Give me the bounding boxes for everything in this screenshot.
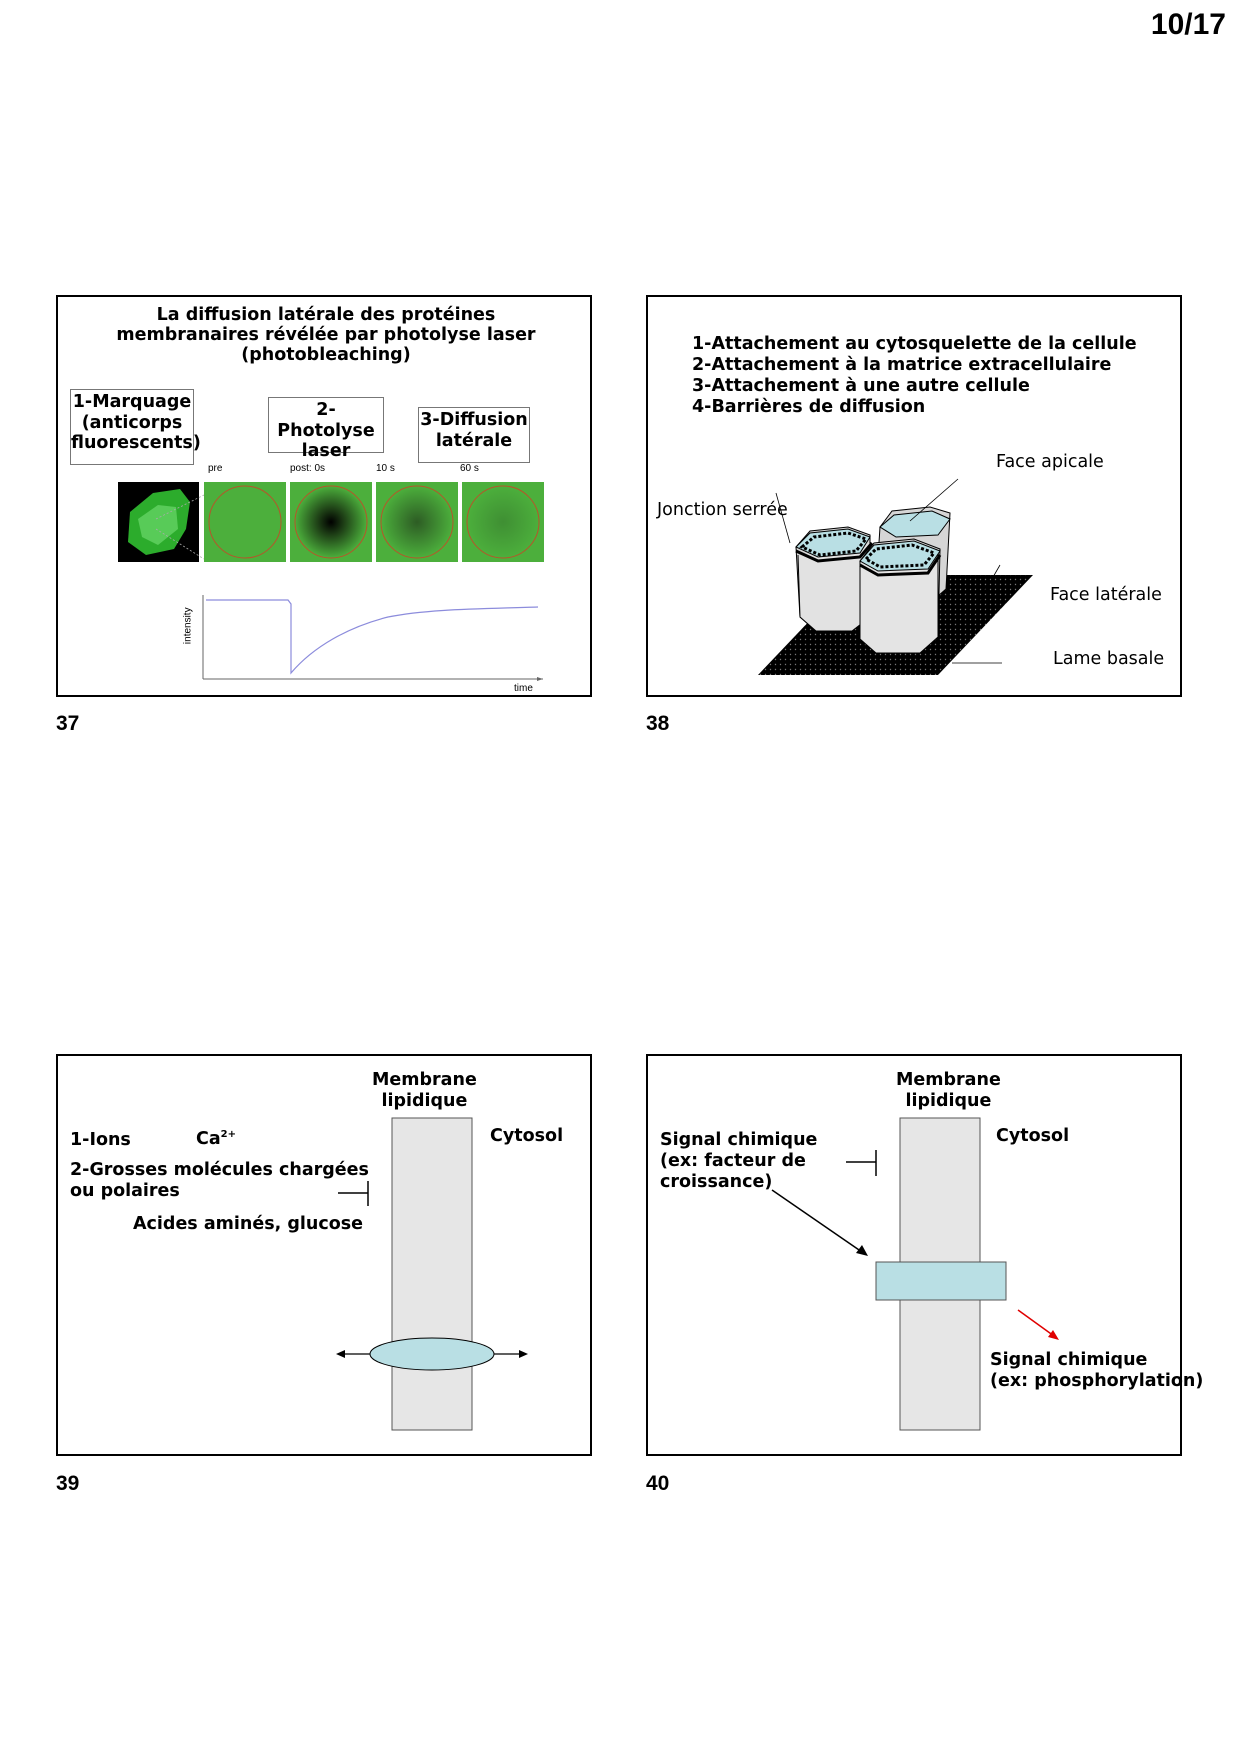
- list-item: 1-Attachement au cytosquelette de la cel…: [692, 334, 1137, 354]
- step-line: laser: [301, 441, 351, 462]
- frame-pre: [204, 482, 286, 562]
- membrane-transport-diagram: [336, 1117, 528, 1431]
- cytosol-label: Cytosol: [490, 1126, 564, 1146]
- membrane-label-line: Membrane: [372, 1070, 477, 1090]
- title-line: (photobleaching): [241, 345, 411, 366]
- slide-38: 1-Attachement au cytosquelette de la cel…: [646, 295, 1182, 697]
- label-jonction-serree: Jonction serrée: [657, 500, 788, 520]
- graph-ylabel: intensity: [182, 607, 194, 645]
- step-line: 3-Diffusion: [420, 410, 528, 430]
- step-line: 2-Photolyse: [277, 400, 375, 441]
- step-2-box: 2-Photolyse laser: [268, 397, 384, 461]
- label-face-apicale: Face apicale: [996, 452, 1104, 472]
- receptor-signaling-diagram: [771, 1117, 1059, 1431]
- calcium-base: Ca: [196, 1129, 221, 1149]
- signal-in-line: Signal chimique: [660, 1130, 818, 1150]
- label-lame-basale: Lame basale: [1053, 649, 1165, 669]
- signal-in-label: Signal chimique (ex: facteur de croissan…: [660, 1130, 817, 1193]
- list-item: 4-Barrières de diffusion: [692, 397, 926, 417]
- molecules-line: ou polaires: [70, 1181, 180, 1201]
- calcium-label: Ca2+: [196, 1129, 236, 1149]
- calcium-charge: 2+: [220, 1129, 236, 1141]
- intensity-curve: [206, 599, 539, 675]
- cytosol-label: Cytosol: [996, 1126, 1070, 1146]
- molecules-line: 2-Grosses molécules chargées: [70, 1160, 369, 1180]
- membrane-label-line: lipidique: [381, 1091, 468, 1111]
- step-line: 1-Marquage: [72, 392, 192, 412]
- signal-in-line: croissance): [660, 1172, 773, 1192]
- page-number: 10/17: [1150, 8, 1226, 41]
- membrane-label-line: Membrane: [896, 1070, 1001, 1090]
- graph-xlabel: time: [514, 683, 533, 694]
- transport-protein: [369, 1337, 495, 1371]
- slide-number-38: 38: [646, 712, 670, 735]
- slide-number-40: 40: [646, 1472, 670, 1495]
- apical-front: [859, 540, 941, 572]
- step-3-box: 3-Diffusion latérale: [418, 407, 530, 463]
- step-line: latérale: [435, 430, 513, 451]
- signal-out-label: Signal chimique (ex: phosphorylation): [990, 1350, 1203, 1392]
- signal-in-line: (ex: facteur de: [660, 1151, 806, 1171]
- step-line: (anticorps: [81, 412, 183, 433]
- membrane-label: Membrane lipidique: [896, 1070, 1001, 1112]
- ions-label: 1-Ions: [70, 1130, 131, 1150]
- photobleaching-frames: [118, 482, 544, 681]
- epithelium-diagram: [758, 478, 1033, 675]
- molecules-label: 2-Grosses molécules chargées ou polaires: [70, 1160, 369, 1202]
- tight-junction-left: [799, 531, 869, 557]
- step-line: fluorescents): [71, 433, 201, 454]
- title-line: membranaires révélée par photolyse laser: [116, 325, 536, 346]
- signal-out-arrow: [1017, 1309, 1055, 1337]
- frame-label-post: post: 0s: [290, 463, 326, 474]
- label-face-laterale: Face latérale: [1050, 585, 1162, 605]
- membrane-receptor: [875, 1261, 1007, 1301]
- slide-number-37: 37: [56, 712, 80, 735]
- membrane-lipidique: [391, 1117, 473, 1431]
- signal-out-line: Signal chimique: [990, 1350, 1148, 1370]
- apical-back: [879, 510, 951, 538]
- step-1-box: 1-Marquage (anticorps fluorescents): [70, 389, 201, 465]
- signal-out-line: (ex: phosphorylation): [990, 1371, 1204, 1391]
- signal-in-arrow: [771, 1189, 863, 1253]
- slide-39: Membrane lipidique Cytosol 1-Ions Ca2+ 2…: [56, 1054, 592, 1456]
- slide-title: La diffusion latérale des protéines memb…: [58, 305, 594, 365]
- frame-label-pre: pre: [208, 463, 223, 474]
- slide-37: La diffusion latérale des protéines memb…: [56, 295, 592, 697]
- attachment-list: 1-Attachement au cytosquelette de la cel…: [692, 334, 1137, 418]
- frame-label-60s: 60 s: [460, 463, 479, 474]
- membrane-label-line: lipidique: [905, 1091, 992, 1111]
- slide-number-39: 39: [56, 1472, 80, 1495]
- membrane-label: Membrane lipidique: [372, 1070, 477, 1112]
- title-line: La diffusion latérale des protéines: [156, 305, 496, 325]
- examples-label: Acides aminés, glucose: [133, 1214, 364, 1234]
- slide-40: Membrane lipidique Cytosol Signal chimiq…: [646, 1054, 1203, 1456]
- frame-label-10s: 10 s: [376, 463, 395, 474]
- list-item: 2-Attachement à la matrice extracellulai…: [692, 355, 1112, 375]
- list-item: 3-Attachement à une autre cellule: [692, 376, 1030, 396]
